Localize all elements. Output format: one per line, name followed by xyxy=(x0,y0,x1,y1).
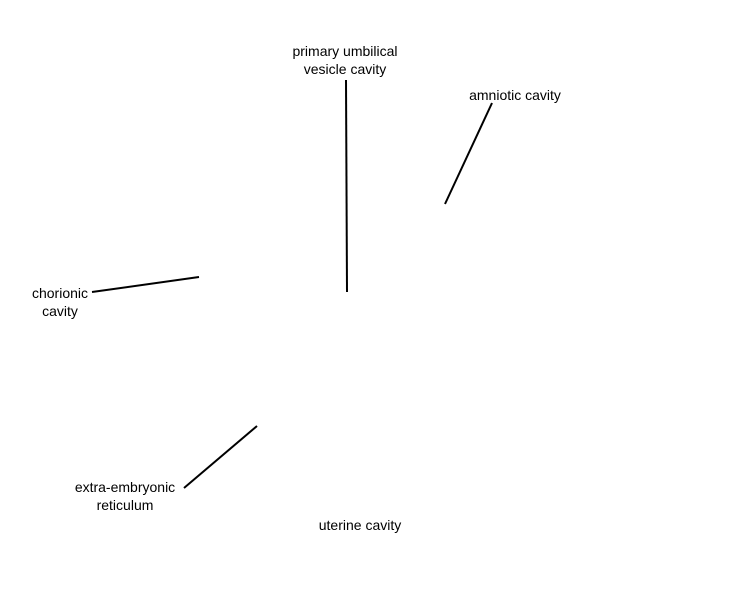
label-line-1: uterine cavity xyxy=(318,517,402,533)
label-line-2: cavity xyxy=(42,303,78,319)
label-amniotic-cavity: amniotic cavity xyxy=(450,86,580,104)
label-chorionic-cavity: chorionic cavity xyxy=(10,284,110,320)
leader-line-chorionic-cavity xyxy=(91,276,200,293)
leader-line-amniotic-cavity xyxy=(444,102,493,205)
label-primary-umbilical-vesicle-cavity: primary umbilical vesicle cavity xyxy=(265,42,425,78)
label-line-1: amniotic cavity xyxy=(469,87,561,103)
label-line-1: chorionic xyxy=(31,285,89,301)
label-extra-embryonic-reticulum: extra-embryonic reticulum xyxy=(55,478,195,514)
label-line-1: extra-embryonic xyxy=(74,479,176,495)
leader-line-primary-umbilical-vesicle-cavity xyxy=(345,79,348,293)
label-line-2: vesicle cavity xyxy=(303,61,387,77)
label-line-2: reticulum xyxy=(96,497,154,513)
leader-line-extra-embryonic-reticulum xyxy=(183,425,258,489)
label-line-1: primary umbilical xyxy=(292,43,398,59)
label-uterine-cavity: uterine cavity xyxy=(300,516,420,534)
